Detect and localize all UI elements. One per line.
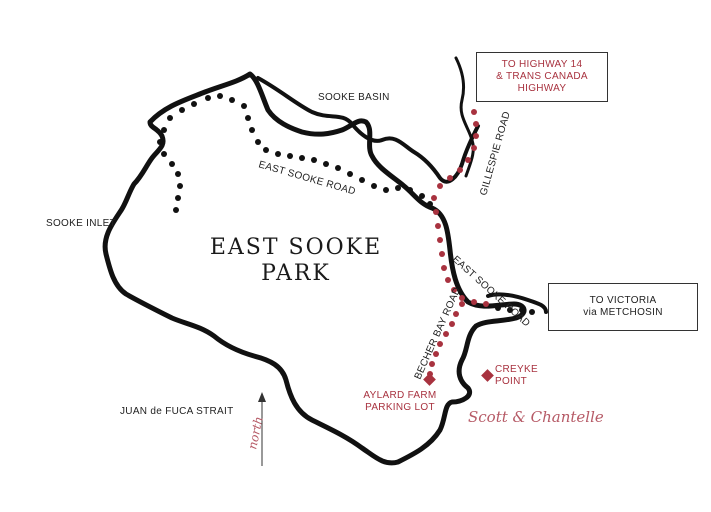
road-dot xyxy=(395,185,401,191)
sooke-basin-label: SOOKE BASIN xyxy=(318,92,390,103)
road-dot xyxy=(383,187,389,193)
road-dot xyxy=(347,171,353,177)
road-dot xyxy=(179,107,185,113)
park-coastline xyxy=(102,71,527,466)
road-dot xyxy=(241,103,247,109)
road-dot xyxy=(495,305,501,311)
route-dot xyxy=(459,301,465,307)
road-dot xyxy=(161,151,167,157)
road-dot xyxy=(249,127,255,133)
becher-bay-road-label: BECHER BAY ROAD xyxy=(413,286,464,382)
aylard-farm-label-2: PARKING LOT xyxy=(365,402,435,413)
road-dot xyxy=(161,127,167,133)
route-dot xyxy=(445,277,451,283)
road-dot xyxy=(299,155,305,161)
juan-de-fuca-label: JUAN de FUCA STRAIT xyxy=(120,406,234,417)
route-dot xyxy=(437,341,443,347)
route-dot xyxy=(447,175,453,181)
road-dot xyxy=(359,177,365,183)
to-highway-box: TO HIGHWAY 14 & TRANS CANADA HIGHWAY xyxy=(476,52,608,102)
route-dot xyxy=(473,121,479,127)
route-dot xyxy=(451,287,457,293)
route-dot xyxy=(453,311,459,317)
road-dot xyxy=(191,101,197,107)
to-highway-line2: & TRANS CANADA xyxy=(496,71,588,82)
creyke-point-marker[interactable] xyxy=(481,369,494,382)
road-dot xyxy=(335,165,341,171)
east-shore xyxy=(486,292,548,314)
to-highway-line3: HIGHWAY xyxy=(517,83,567,94)
road-dot xyxy=(287,153,293,159)
road-dot xyxy=(311,157,317,163)
north-arrow-icon xyxy=(258,392,266,466)
road-dot xyxy=(245,115,251,121)
road-dot xyxy=(229,97,235,103)
signature: Scott & Chantelle xyxy=(468,408,604,426)
route-red-dots xyxy=(427,109,489,377)
east-sooke-road-black-dots xyxy=(157,93,535,315)
road-dot xyxy=(175,171,181,177)
road-dot xyxy=(507,307,513,313)
route-dot xyxy=(465,157,471,163)
road-dot xyxy=(167,115,173,121)
route-dot xyxy=(471,299,477,305)
road-dot xyxy=(157,139,163,145)
road-dot xyxy=(407,187,413,193)
route-dot xyxy=(429,361,435,367)
to-victoria-box: TO VICTORIA via METCHOSIN xyxy=(548,283,698,331)
route-dot xyxy=(457,167,463,173)
east-sooke-road-west-label: EAST SOOKE ROAD xyxy=(257,159,357,197)
route-dot xyxy=(439,251,445,257)
aylard-farm-label-1: AYLARD FARM xyxy=(363,390,436,401)
road-dot xyxy=(529,309,535,315)
road-dot xyxy=(205,95,211,101)
route-dot xyxy=(449,321,455,327)
road-dot xyxy=(217,93,223,99)
route-dot xyxy=(437,237,443,243)
route-dot xyxy=(483,301,489,307)
road-dot xyxy=(427,201,433,207)
road-dot xyxy=(519,307,525,313)
route-dot xyxy=(433,209,439,215)
road-dot xyxy=(275,151,281,157)
park-name-line2: PARK xyxy=(261,261,331,286)
route-dot xyxy=(437,183,443,189)
route-dot xyxy=(471,145,477,151)
aylard-farm-marker[interactable] xyxy=(423,373,436,386)
creyke-point-label-1: CREYKE xyxy=(495,364,538,375)
road-dot xyxy=(169,161,175,167)
road-dot xyxy=(371,183,377,189)
to-victoria-line1: TO VICTORIA xyxy=(589,295,657,306)
road-dot xyxy=(177,183,183,189)
sooke-inlet-label: SOOKE INLET xyxy=(46,218,116,229)
gillespie-road-label: GILLESPIE ROAD xyxy=(478,110,513,197)
inlet-shore xyxy=(454,56,475,178)
route-dot xyxy=(459,295,465,301)
route-dot xyxy=(433,351,439,357)
to-highway-line1: TO HIGHWAY 14 xyxy=(501,59,583,70)
route-dot xyxy=(441,265,447,271)
route-dot xyxy=(435,223,441,229)
route-dot xyxy=(431,195,437,201)
road-dot xyxy=(173,207,179,213)
route-dot xyxy=(443,331,449,337)
road-dot xyxy=(255,139,261,145)
road-dot xyxy=(263,147,269,153)
north-label: north xyxy=(245,415,266,450)
road-dot xyxy=(419,193,425,199)
to-victoria-line2: via METCHOSIN xyxy=(583,307,663,318)
route-dot xyxy=(473,133,479,139)
park-name-line1: EAST SOOKE xyxy=(210,235,382,260)
route-dot xyxy=(471,109,477,115)
road-dot xyxy=(175,195,181,201)
road-dot xyxy=(323,161,329,167)
creyke-point-label-2: POINT xyxy=(495,376,527,387)
